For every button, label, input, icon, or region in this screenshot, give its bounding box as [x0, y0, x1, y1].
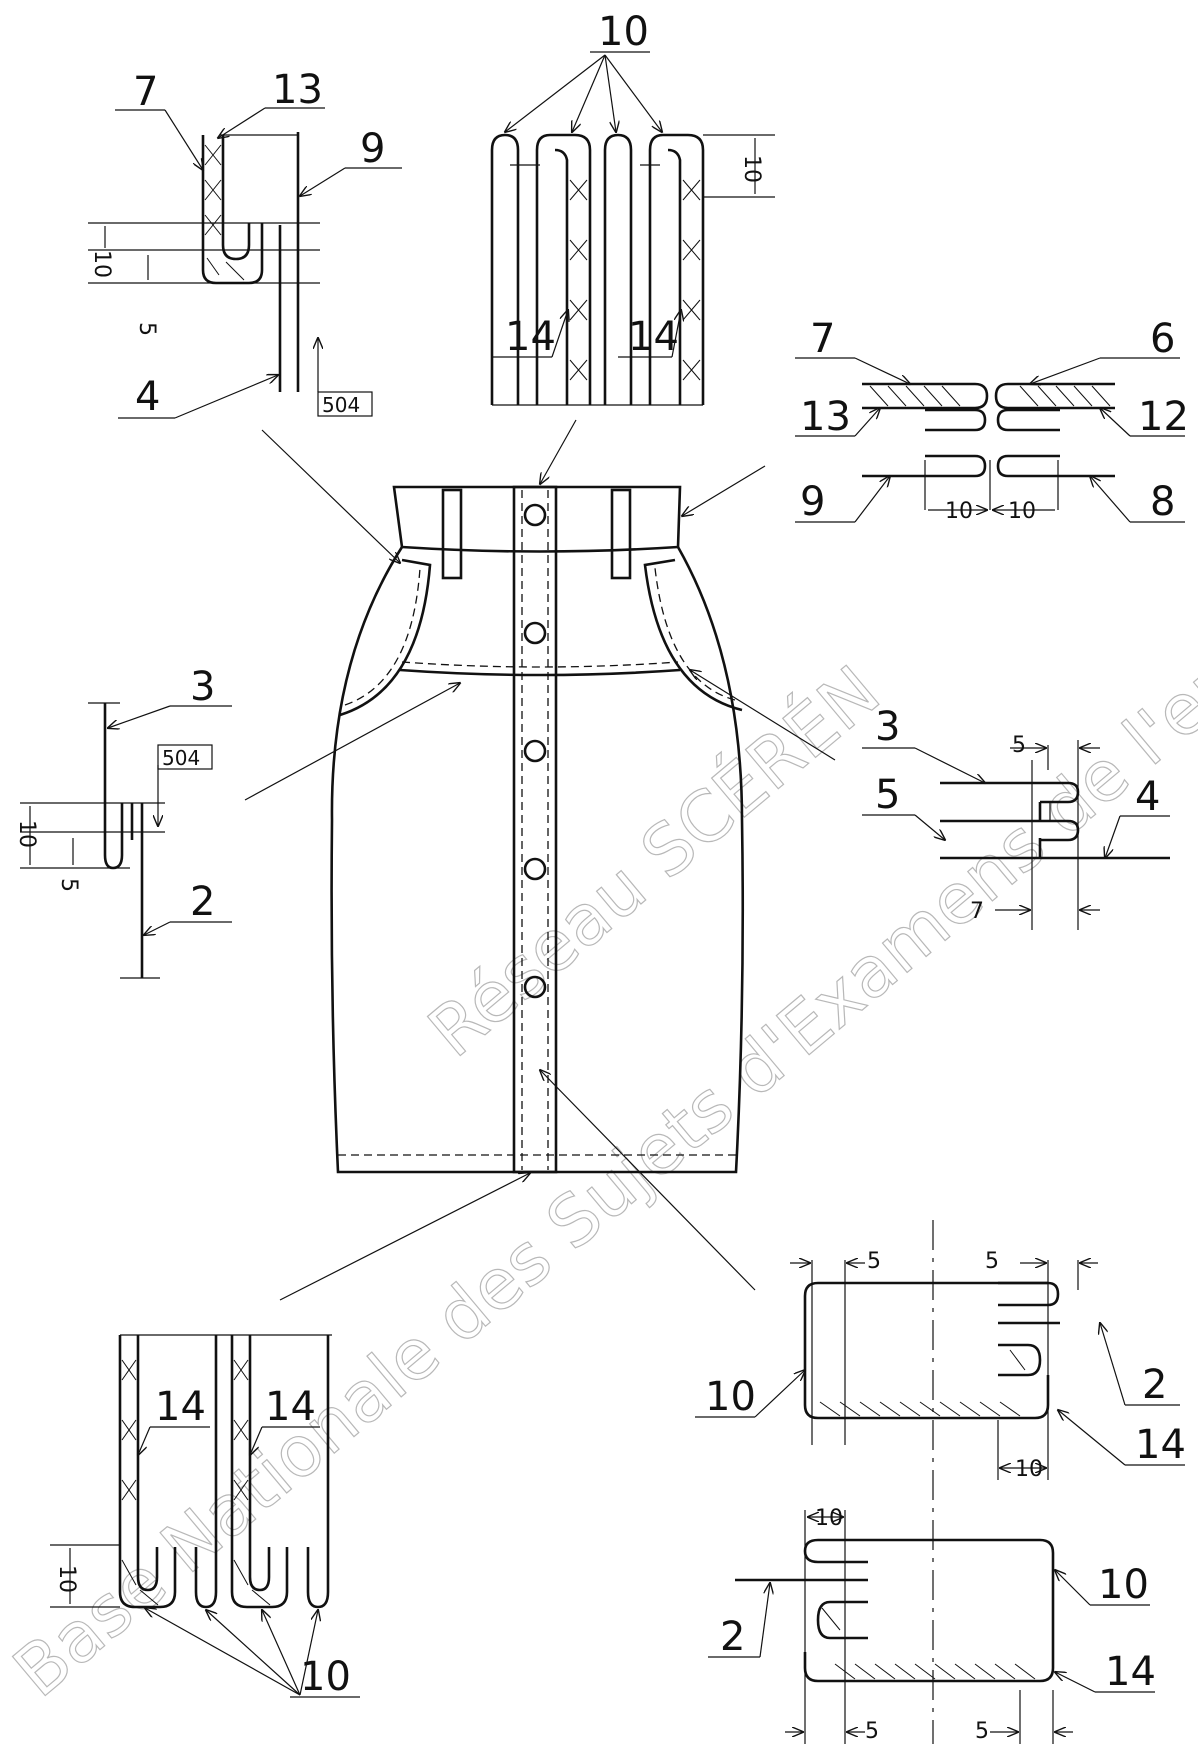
callout-3: 3	[875, 704, 900, 750]
dim-5: 5	[134, 322, 159, 336]
dim-7: 7	[970, 899, 984, 924]
callout-2: 2	[190, 879, 215, 925]
detail-pocket-seam: 5 7 3 5 4	[862, 704, 1170, 930]
callout-13: 13	[800, 394, 851, 440]
detail-placket-top: 10 10 14 14	[490, 9, 775, 406]
callout-14: 14	[1135, 1422, 1186, 1468]
belt-loop-left	[441, 488, 463, 580]
callout-14-right: 14	[265, 1384, 316, 1430]
dim-10-right: 10	[1008, 499, 1036, 524]
leader-lines	[244, 419, 836, 1301]
detail-waistband-seam: 10 5 7 13 9 4 504	[88, 67, 402, 420]
callout-10: 10	[300, 1654, 351, 1700]
yoke-stitch	[401, 661, 679, 668]
callout-7: 7	[133, 69, 158, 115]
callout-4: 4	[1135, 774, 1160, 820]
button	[523, 621, 547, 645]
callout-14-right: 14	[628, 314, 679, 360]
dim-5: 5	[1012, 733, 1026, 758]
callout-8: 8	[1150, 479, 1175, 525]
callout-2: 2	[1142, 1362, 1167, 1408]
callout-10: 10	[705, 1374, 756, 1420]
stitch-504: 504	[322, 393, 360, 417]
button	[523, 503, 547, 527]
button	[523, 857, 547, 881]
pocket-right	[643, 558, 743, 712]
skirt-front-view	[330, 485, 745, 1174]
detail-hem-upper: 5 5 10 10 2 14	[695, 1220, 1186, 1744]
dim-5-left: 5	[867, 1249, 881, 1274]
callout-9: 9	[360, 126, 385, 172]
button	[523, 739, 547, 763]
detail-waistband-join: 10 10 7 6 13 12 9 8	[795, 316, 1189, 525]
belt-loop-right	[610, 488, 632, 580]
dim-10: 10	[739, 155, 764, 183]
dim-10: 10	[14, 820, 39, 848]
dim-5-right: 5	[985, 1249, 999, 1274]
button-placket	[512, 485, 558, 1174]
detail-hem-lower: 10 5 5 10 2 14	[708, 1506, 1156, 1744]
waistband	[392, 485, 682, 553]
callout-5: 5	[875, 772, 900, 818]
stitch-504: 504	[162, 746, 200, 770]
callout-13: 13	[272, 67, 323, 113]
callout-12: 12	[1138, 394, 1189, 440]
callout-3: 3	[190, 664, 215, 710]
callout-4: 4	[135, 374, 160, 420]
callout-6: 6	[1150, 316, 1175, 362]
detail-placket-bottom: 10 10 14 14	[50, 1334, 360, 1700]
callout-14-left: 14	[155, 1384, 206, 1430]
callout-2: 2	[720, 1614, 745, 1660]
dim-10-left: 10	[945, 499, 973, 524]
dim-10: 10	[54, 1565, 79, 1593]
stitch-box	[317, 391, 373, 417]
callout-9: 9	[800, 479, 825, 525]
dim-5-right: 5	[975, 1719, 989, 1744]
callout-14-left: 14	[505, 314, 556, 360]
pocket-right-stitch	[654, 567, 736, 701]
stitch-box	[157, 744, 213, 770]
dim-5: 5	[56, 878, 81, 892]
dim-10: 10	[815, 1506, 843, 1531]
dim-10: 10	[1015, 1457, 1043, 1482]
pocket-left-stitch	[344, 567, 421, 706]
dim-5-left: 5	[865, 1719, 879, 1744]
callout-14: 14	[1105, 1649, 1156, 1695]
detail-yoke-seam: 10 5 3 2 504	[14, 664, 232, 979]
pocket-left	[339, 558, 432, 717]
yoke-seam	[399, 668, 681, 677]
skirt-body	[330, 546, 745, 1174]
callout-10: 10	[1098, 1562, 1149, 1608]
callout-10: 10	[598, 9, 649, 55]
callout-7: 7	[810, 316, 835, 362]
dim-10: 10	[89, 250, 114, 278]
button	[523, 975, 547, 999]
